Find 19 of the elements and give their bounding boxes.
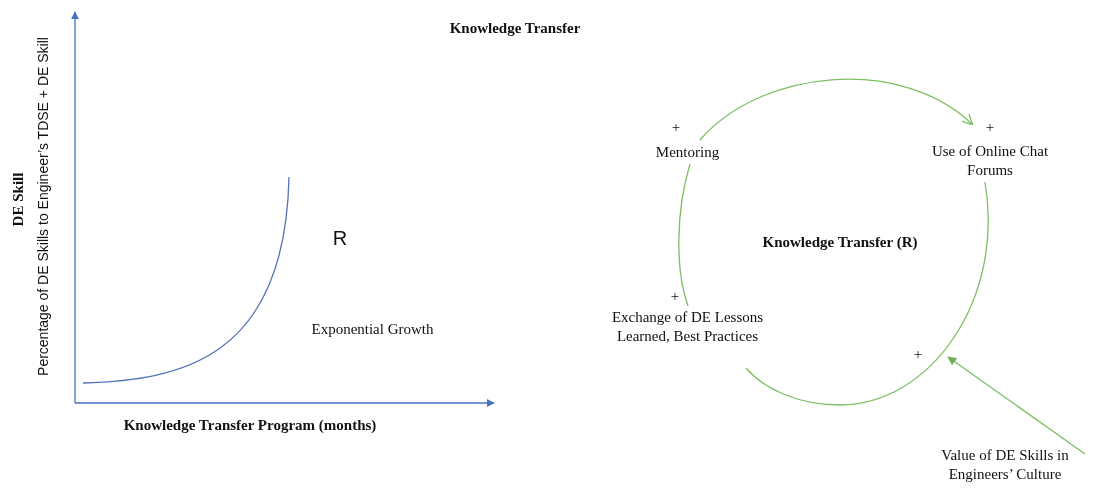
connector-line [678, 163, 691, 307]
axis-title: Knowledge Transfer Program (months) [122, 416, 378, 435]
polarity-sign: + [984, 118, 996, 137]
chart-annotation: Exponential Growth [310, 320, 435, 339]
variable-label: Use of Online Chat Forums [915, 142, 1065, 180]
connector-line [745, 181, 989, 406]
polarity-sign: + [669, 287, 681, 306]
loop-marker: R [331, 226, 349, 250]
arrow [947, 356, 1086, 455]
variable-label: Exchange of DE Lessons Learned, Best Practices [585, 308, 790, 346]
polarity-sign: + [670, 118, 682, 137]
variable-label: Mentoring [635, 143, 740, 162]
arrow [699, 78, 974, 141]
title: Knowledge Transfer [448, 19, 582, 38]
axis-title: Percentage of DE Skills to Engineer’s TDSE + DE Skill [33, 36, 52, 378]
axis-title: DE Skill [8, 171, 27, 229]
loop-label: Knowledge Transfer (R) [761, 233, 919, 252]
polarity-sign: + [912, 345, 924, 364]
variable-label: Value of DE Skills in Engineers’ Culture [915, 446, 1095, 484]
